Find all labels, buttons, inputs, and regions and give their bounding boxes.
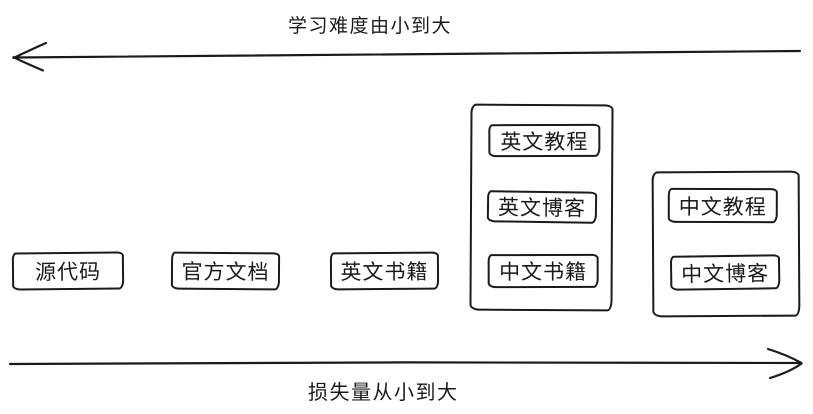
difficulty-arrow [12,41,802,72]
node-label: 官方文档 [181,260,270,285]
node-source-code: 源代码 [11,251,125,291]
node-label: 英文书籍 [340,260,429,285]
difficulty-arrowhead-lower [12,56,45,72]
node-label: 英文教程 [500,130,589,154]
node-chinese-blogs: 中文博客 [669,254,781,291]
node-chinese-books: 中文书籍 [487,253,599,289]
node-english-tutorials: 英文教程 [488,123,601,158]
loss-arrow [8,347,803,380]
node-label: 中文书籍 [499,260,588,285]
node-chinese-tutorials: 中文教程 [667,187,778,224]
difficulty-arrow-line [13,49,802,59]
bottom-axis-label: 损失量从小到大 [308,382,459,404]
node-label: 中文博客 [681,261,770,287]
loss-arrow-line [8,361,802,366]
group-box-2: 中文教程 中文博客 [651,170,801,318]
node-english-blogs: 英文博客 [486,190,598,224]
node-english-books: 英文书籍 [329,251,440,291]
group-box-1: 英文教程 英文博客 中文书籍 [469,103,614,312]
loss-arrowhead-lower [768,362,803,380]
node-label: 英文博客 [497,196,587,221]
node-label: 源代码 [34,260,102,285]
top-axis-label: 学习难度由小到大 [288,16,453,37]
node-label: 中文教程 [678,195,767,219]
difficulty-arrowhead-upper [12,41,48,60]
node-official-docs: 官方文档 [170,251,281,291]
loss-arrowhead-upper [766,347,803,365]
